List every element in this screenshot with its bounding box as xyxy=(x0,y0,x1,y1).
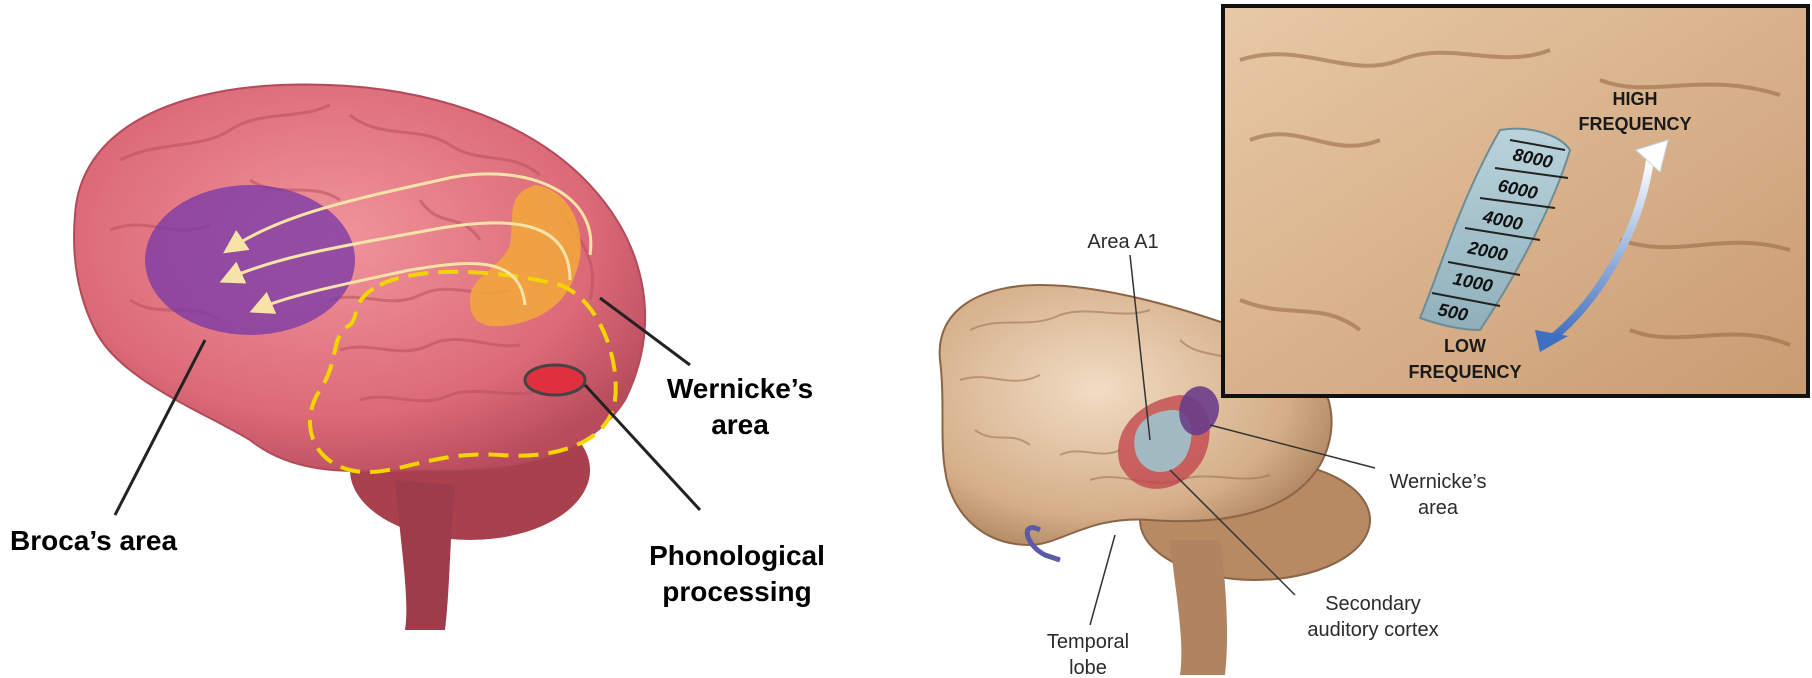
left-brainstem xyxy=(395,480,455,630)
phonological-spot xyxy=(525,365,585,395)
low-frequency-label-line1: LOW xyxy=(1444,336,1486,356)
high-frequency-label-line1: HIGH xyxy=(1613,89,1658,109)
right-brainstem xyxy=(1170,540,1227,675)
temporal-label-line2: lobe xyxy=(1069,657,1107,678)
left-brain-figure: Broca’s area Wernicke’s area Phonologica… xyxy=(10,84,825,630)
phonological-label-line1: Phonological xyxy=(649,540,825,571)
low-frequency-label-line2: FREQUENCY xyxy=(1408,362,1521,382)
left-wernicke-label-line1: Wernicke’s xyxy=(667,373,813,404)
right-wernicke-label-line1: Wernicke’s xyxy=(1389,471,1486,493)
right-wernicke-label-line2: area xyxy=(1418,497,1459,519)
temporal-label-line1: Temporal xyxy=(1047,631,1129,653)
phonological-label-line2: processing xyxy=(662,576,811,607)
left-wernicke-label-line2: area xyxy=(711,409,769,440)
high-frequency-label-line2: FREQUENCY xyxy=(1578,114,1691,134)
temporal-leader xyxy=(1090,535,1115,625)
area-a1-label: Area A1 xyxy=(1087,231,1158,253)
secondary-label-line1: Secondary xyxy=(1325,593,1421,615)
secondary-label-line2: auditory cortex xyxy=(1307,619,1438,641)
broca-label: Broca’s area xyxy=(10,525,177,556)
